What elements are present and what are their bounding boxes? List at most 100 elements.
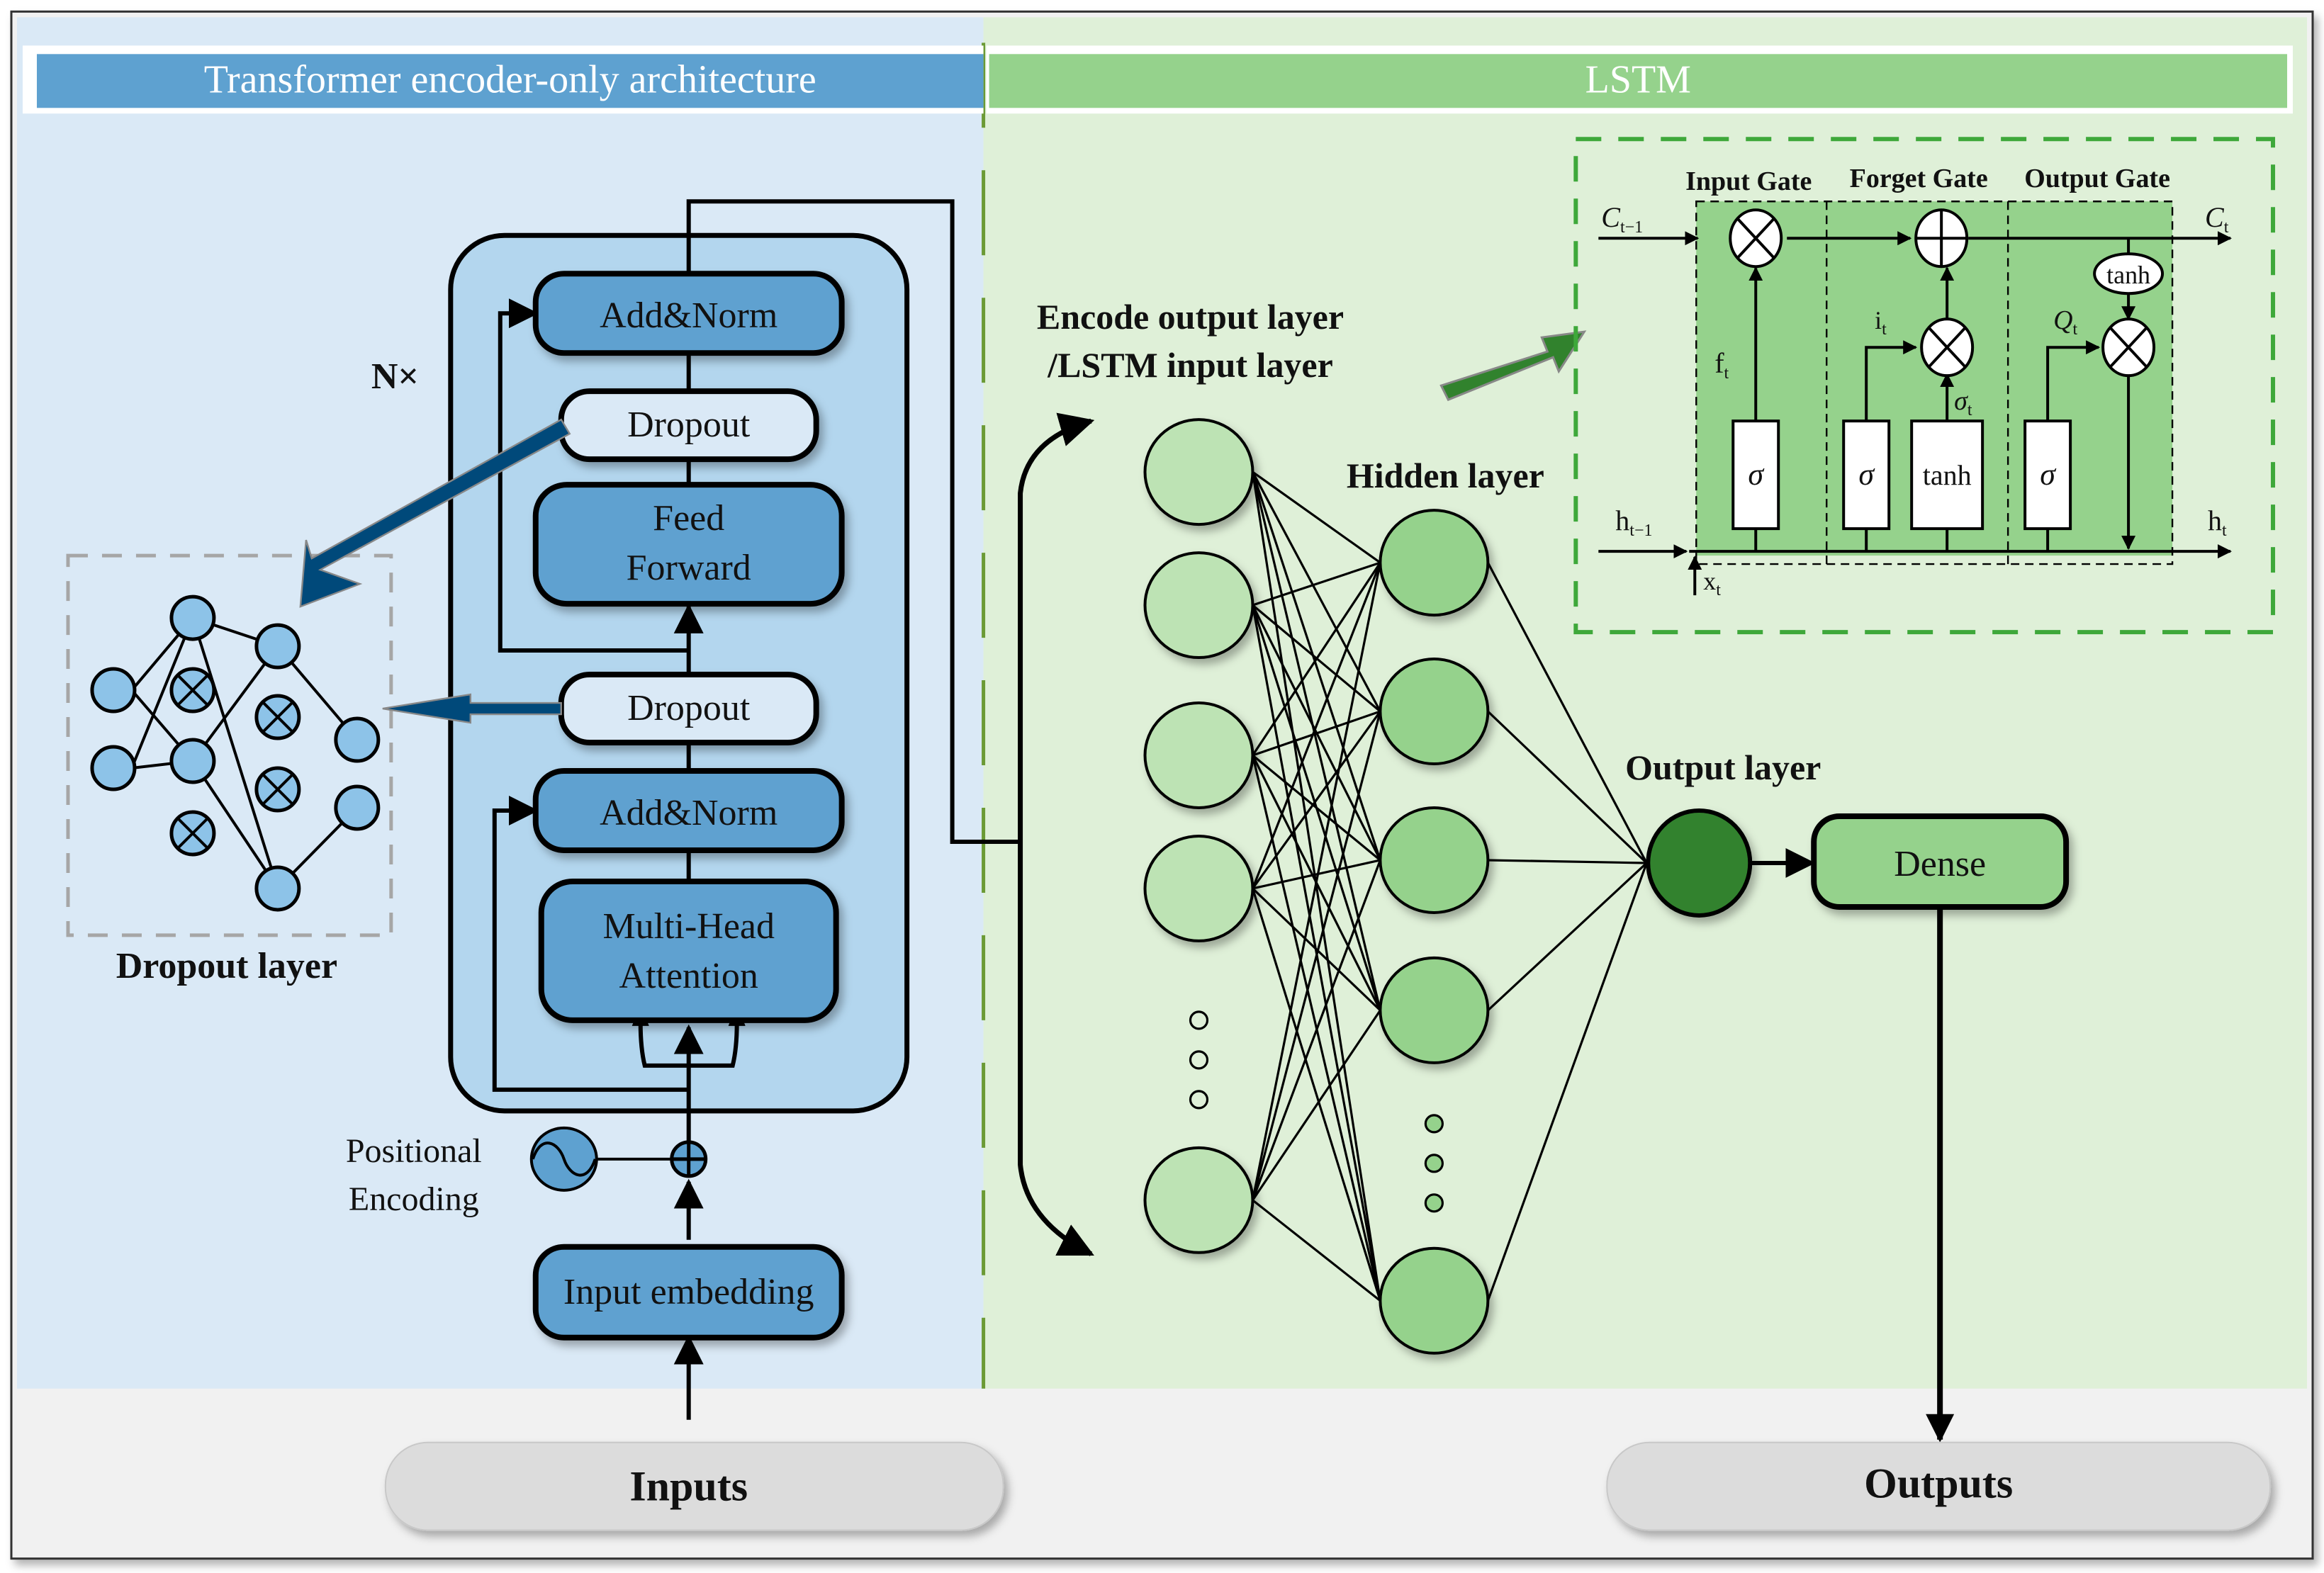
dropped-neuron [254,766,301,813]
lstm-cell-frame [1573,137,2276,635]
multiply-operator-icon [1920,317,1975,378]
c-next-label: Ct [2205,201,2229,237]
connection-line [1486,862,1648,1302]
multiply-operator-icon [2101,317,2156,378]
tanh-label-forget: tanh [1923,459,1972,491]
positional-encoding-label-2: Encoding [349,1180,479,1218]
multi-head-attention-label-2: Attention [619,956,758,996]
sigma-label-output: σ [2040,457,2057,492]
h-next-label: ht [2208,504,2227,540]
neuron [90,745,137,791]
connection-line [1251,471,1381,1011]
q-label: Qt [2053,305,2077,339]
transformer-header [36,54,984,108]
gate-label-input: Input Gate [1685,167,1812,196]
connection-line [1252,754,1381,862]
neuron [254,623,301,670]
dropout-bottom-pointer-arrow [382,693,562,724]
sigma-box-output [2023,419,2072,531]
multi-head-attention-label-1: Multi-Head [602,906,774,947]
dropped-neuron [254,694,301,740]
dropout-layer-label: Dropout layer [116,946,337,986]
inputs-pill [384,1441,1004,1531]
connection-line [1251,888,1381,1302]
hidden-neuron [1379,1246,1490,1355]
gate-label-forget: Forget Gate [1850,164,1988,193]
connection-line [1486,562,1648,864]
add-operator-icon [1914,208,1969,269]
connection-line [1252,562,1381,756]
ellipsis-dot [1189,1090,1209,1110]
ellipsis-dot [1424,1154,1444,1173]
tanh-ellipse-label: tanh [2106,261,2150,289]
encoder-output-connector [686,199,1021,844]
lstm-header [989,54,2288,108]
connection-line [1252,859,1381,890]
input-neuron [1143,551,1254,660]
sigma-t-label: σt [1954,386,1972,419]
encode-output-label-1: Encode output layer [1037,297,1344,337]
inputs-label: Inputs [629,1463,748,1510]
tanh-box-forget [1910,419,1985,531]
outputs-label: Outputs [1864,1460,2013,1507]
neuron [169,594,216,641]
connection-line [1252,887,1381,1012]
input-neuron [1143,418,1254,526]
feed-forward-label-2: Forward [627,548,751,588]
multiply-operator-icon [1729,208,1783,269]
hidden-layer-label: Hidden layer [1347,456,1544,495]
sine-wave-icon [529,1126,598,1192]
dropout-bottom-label: Dropout [627,688,751,728]
lstm-cell-pointer-arrow [1439,330,1587,402]
gate-label-output: Output Gate [2024,164,2170,193]
dropout-top-label: Dropout [627,405,751,445]
h-prev-label: ht−1 [1615,504,1652,540]
connection-line [1251,562,1381,889]
dropped-neuron [169,667,216,714]
add-norm-top-label: Add&Norm [600,295,778,336]
neuron [334,784,381,831]
lstm-header-title: LSTM [1585,57,1691,101]
hidden-neuron [1379,658,1490,766]
transformer-header-title: Transformer encoder-only architecture [204,57,816,101]
input-neuron [1143,701,1254,809]
hidden-neuron [1379,509,1490,617]
connection-line [1252,711,1381,889]
connection-line [1252,1010,1381,1201]
input-embedding-label: Input embedding [563,1272,814,1312]
dropout-top-pointer-arrow [299,418,571,608]
connection-line [1252,1199,1381,1302]
ellipsis-dot [1189,1050,1209,1070]
c-prev-label: Ct−1 [1601,201,1643,237]
neuron [334,716,381,763]
nn-connections [1251,470,1648,1302]
bracket-arrow-down [1018,841,1094,1256]
output-neuron [1646,808,1753,918]
connection-line [1251,859,1381,1201]
neuron [169,738,216,784]
connection-line [1251,562,1381,1201]
connection-line [1251,711,1381,1201]
multi-head-attention-box [538,878,839,1023]
x-input-label: xt [1703,567,1721,599]
feed-forward-label-1: Feed [653,498,724,539]
sigma-label-forget: σ [1858,457,1875,492]
input-neuron [1143,834,1254,942]
f-label: ft [1714,347,1729,383]
connection-line [1252,710,1381,757]
connection-line [1487,862,1648,1012]
sigma-label-input: σ [1748,457,1765,492]
feed-forward-box [532,482,845,607]
tanh-ellipse [2093,252,2165,295]
encode-output-label-2: /LSTM input layer [1047,345,1333,385]
dropped-neuron [169,810,216,857]
repeat-label: N× [371,356,419,397]
connection-line [1488,859,1647,864]
output-layer-label: Output layer [1625,748,1821,787]
neuron [90,667,137,714]
ellipsis-dot [1424,1193,1444,1213]
add-norm-bottom-label: Add&Norm [600,793,778,833]
input-embedding-box [532,1244,845,1341]
residual-connection-top [498,298,689,653]
